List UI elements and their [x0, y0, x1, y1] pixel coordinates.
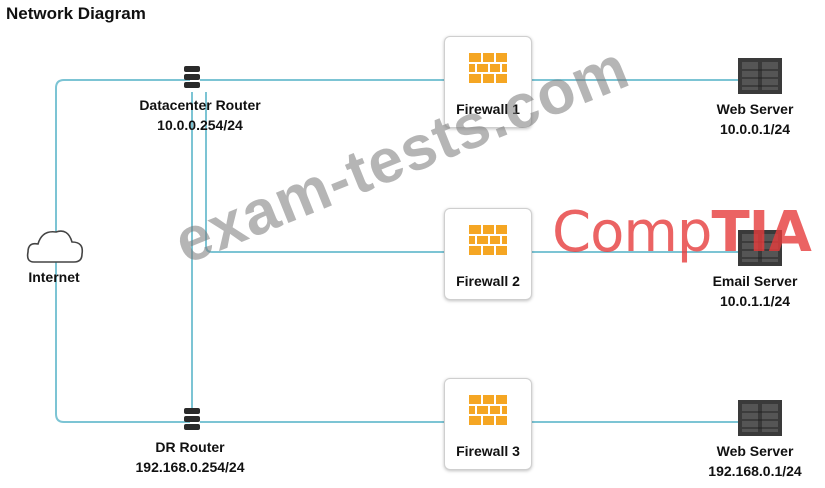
server-ip: 192.168.0.1/24: [708, 463, 802, 479]
server-icon: [738, 400, 782, 436]
server-ip: 10.0.1.1/24: [719, 293, 791, 309]
diagram-title: Network Diagram: [6, 4, 146, 23]
firewall-label: Firewall 1: [456, 101, 520, 117]
firewall-icon: [469, 395, 507, 425]
firewall-icon: [469, 53, 507, 83]
dr-router-ip: 192.168.0.254/24: [135, 459, 245, 475]
server-icon: [738, 58, 782, 94]
brand-text-a: Comp: [552, 200, 712, 265]
router-icon: [184, 408, 200, 430]
internet-label: Internet: [28, 269, 80, 285]
server-name: Email Server: [712, 273, 798, 289]
router-icon: [184, 66, 200, 88]
firewall-node: Firewall 3: [444, 378, 532, 470]
comptia-logo: CompTIA: [552, 200, 812, 265]
datacenter-router-ip: 10.0.0.254/24: [157, 117, 243, 133]
server-icon: [738, 230, 782, 266]
firewall-label: Firewall 3: [456, 443, 520, 459]
link-dc-fw2: [205, 92, 446, 253]
firewall-node: Firewall 1: [444, 36, 532, 128]
brand-text-b: TIA: [711, 200, 811, 265]
firewall-node: Firewall 2: [444, 208, 532, 300]
firewall-icon: [469, 225, 507, 255]
datacenter-router-name: Datacenter Router: [139, 97, 261, 113]
firewall-label: Firewall 2: [456, 273, 520, 289]
dr-router-name: DR Router: [155, 439, 225, 455]
cloud-icon: [26, 230, 84, 263]
server-name: Web Server: [716, 101, 794, 117]
server-name: Web Server: [716, 443, 794, 459]
server-ip: 10.0.0.1/24: [719, 121, 791, 137]
